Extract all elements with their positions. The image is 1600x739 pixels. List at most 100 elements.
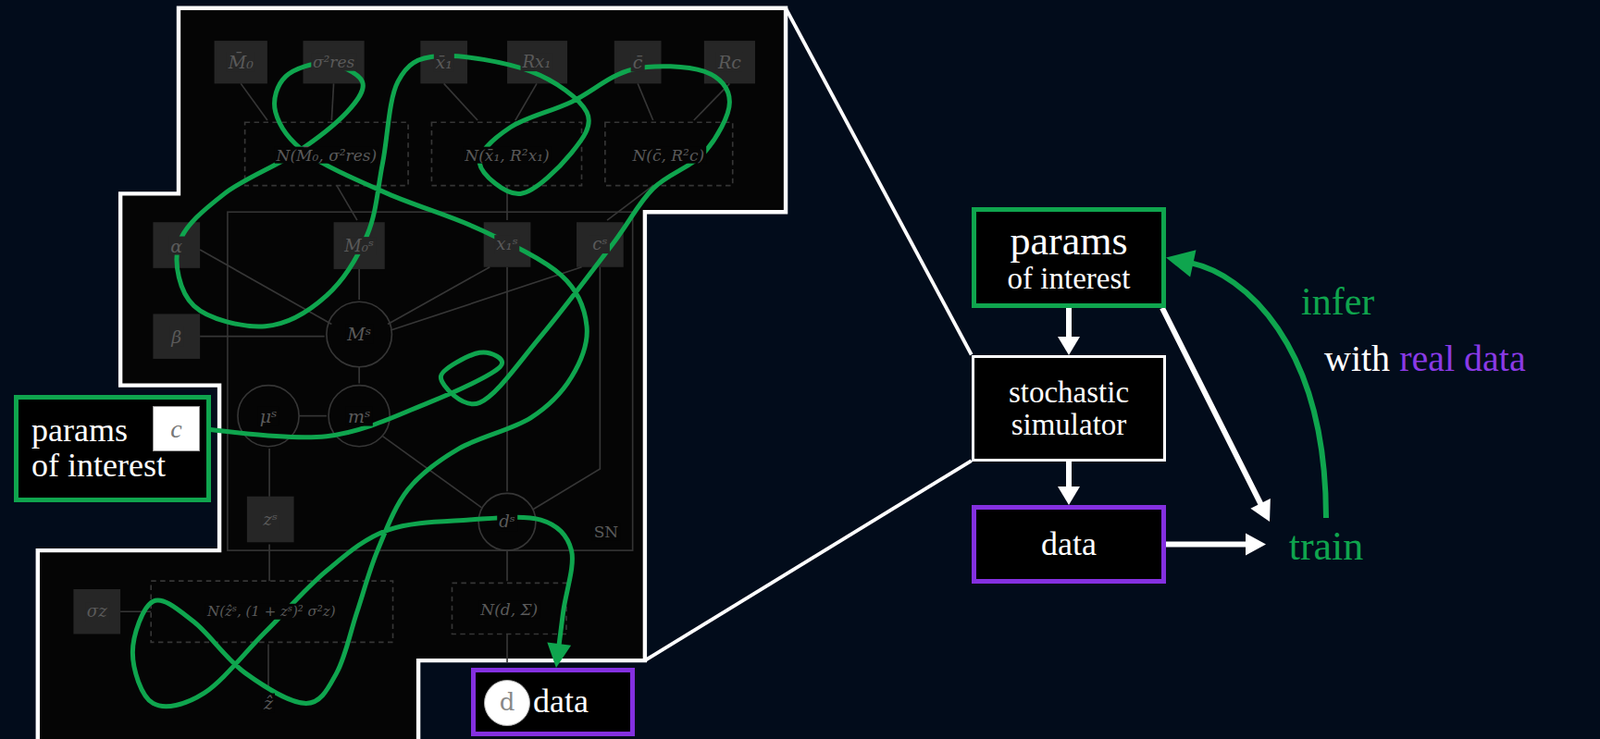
faint-dependency-line: [387, 267, 490, 325]
faint-math-label: mˢ: [346, 406, 373, 426]
faint-math-label: cˢ: [590, 235, 609, 255]
zoom-line: [644, 8, 972, 661]
node-text: params: [31, 413, 128, 449]
faint-dependency-line: [199, 249, 332, 324]
connector: [1162, 308, 1271, 522]
faint-math-label: σ²res: [310, 53, 357, 72]
faint-variable-box: [247, 496, 295, 544]
faint-dependency-line: [637, 83, 654, 121]
faint-math-label: N(x̄₁, R²x₁): [462, 146, 551, 164]
faint-variable-box: [614, 40, 662, 84]
arrow-head: [1057, 486, 1080, 506]
node-text: train: [1289, 525, 1365, 569]
arrow-head: [1165, 249, 1196, 277]
param-box: paramsof interest: [971, 207, 1166, 309]
faint-latent-circle: [478, 493, 536, 551]
connector-line: [1162, 308, 1262, 506]
faint-math-label: M₀ˢ: [342, 236, 376, 256]
faint-dependency-line: [199, 335, 325, 338]
faint-math-label: N(d, Σ): [478, 601, 540, 620]
connector-line: [1165, 542, 1248, 548]
zoom-panel: [37, 8, 786, 739]
faint-dependency-line: [267, 644, 270, 689]
faint-math-label: α: [168, 235, 185, 256]
faint-latent-circle: [328, 385, 390, 447]
connector: [1057, 308, 1080, 356]
faint-variable-box: [420, 40, 468, 84]
node-text: stochastic simulator: [974, 376, 1164, 441]
node-text: data: [1041, 527, 1097, 563]
faint-math-label: c̄: [631, 52, 645, 73]
faint-math-label: β: [169, 326, 184, 347]
simulator-box: stochastic simulator: [971, 355, 1166, 462]
faint-math-label: Rc: [716, 52, 744, 73]
faint-dependency-line: [331, 83, 334, 121]
note-text: real data: [1399, 338, 1526, 380]
faint-dependency-line: [358, 367, 360, 385]
faint-plate: [227, 211, 633, 551]
note-text: with: [1324, 338, 1390, 380]
connector: [1057, 461, 1080, 506]
train-step: train: [1265, 518, 1387, 576]
arrow-head: [1250, 498, 1270, 522]
faint-dependency-line: [298, 415, 327, 418]
node-text: params: [1009, 220, 1128, 263]
faint-math-label: zˢ: [260, 510, 280, 530]
faint-dependency-line: [240, 83, 268, 121]
faint-math-label: dˢ: [496, 512, 518, 532]
node-text: of interest: [31, 448, 166, 484]
observed-node: d: [483, 680, 531, 727]
faint-math-label: SN: [592, 523, 621, 542]
faint-math-label: N(ẑˢ, (1 + zˢ)² σ²z): [205, 604, 338, 621]
connector-line: [1066, 308, 1072, 339]
faint-variable-box: [334, 222, 385, 270]
connector-line: [132, 55, 730, 707]
faint-dependency-line: [120, 83, 730, 689]
faint-dependency-line: [268, 545, 271, 583]
faint-variable-box: [214, 40, 268, 84]
faint-variable-box: [73, 40, 756, 634]
faint-latent-circle: [326, 301, 393, 368]
faint-variable-box: [302, 40, 364, 84]
faint-math-label: Rx₁: [520, 52, 554, 72]
faint-math-label: μˢ: [258, 406, 280, 426]
faint-math-label: x̄₁: [433, 52, 454, 73]
arrow-head: [1245, 533, 1266, 557]
faint-dependency-line: [506, 633, 509, 663]
faint-plate: [227, 211, 633, 551]
faint-math-label: σz: [85, 602, 110, 621]
faint-math-label: ẑ: [261, 694, 275, 714]
node-text: d: [499, 690, 516, 716]
arrow-head: [546, 643, 571, 669]
faint-dependency-line: [444, 83, 478, 121]
faint-math-label: x₁ˢ: [494, 235, 520, 255]
faint-distribution-box: [451, 582, 567, 634]
connector-line: [1066, 461, 1072, 489]
faint-dependency-line: [358, 269, 360, 300]
faint-dependency-line: [336, 186, 358, 221]
connector: [1165, 533, 1266, 557]
faint-math-label: M̄₀: [226, 52, 256, 73]
data-box: data: [971, 505, 1166, 584]
faint-variable-box: [152, 313, 200, 359]
faint-math-label: Mˢ: [345, 324, 373, 345]
variable-chip: c: [152, 406, 200, 452]
faint-dependency-line: [268, 448, 271, 497]
zoom-line: [785, 8, 972, 356]
data-box: datad: [471, 668, 635, 737]
arrow-head: [1057, 336, 1080, 356]
node-text: of interest: [1007, 262, 1131, 296]
connector: [132, 55, 730, 707]
faint-math-label: N(c̄, R²c): [630, 146, 707, 164]
zoom-line: [644, 460, 972, 661]
faint-variable-box: [483, 222, 532, 267]
faint-dependency-line: [506, 550, 509, 582]
edge-label: infer: [1301, 281, 1375, 323]
faint-variable-box: [507, 40, 568, 84]
faint-latent-circle: [237, 301, 536, 551]
node-text: data: [533, 684, 589, 720]
faint-math-label: N(M̄₀, σ²res): [274, 146, 380, 164]
faint-variable-box: [73, 589, 121, 634]
param-box: paramsof interestc: [13, 395, 211, 503]
